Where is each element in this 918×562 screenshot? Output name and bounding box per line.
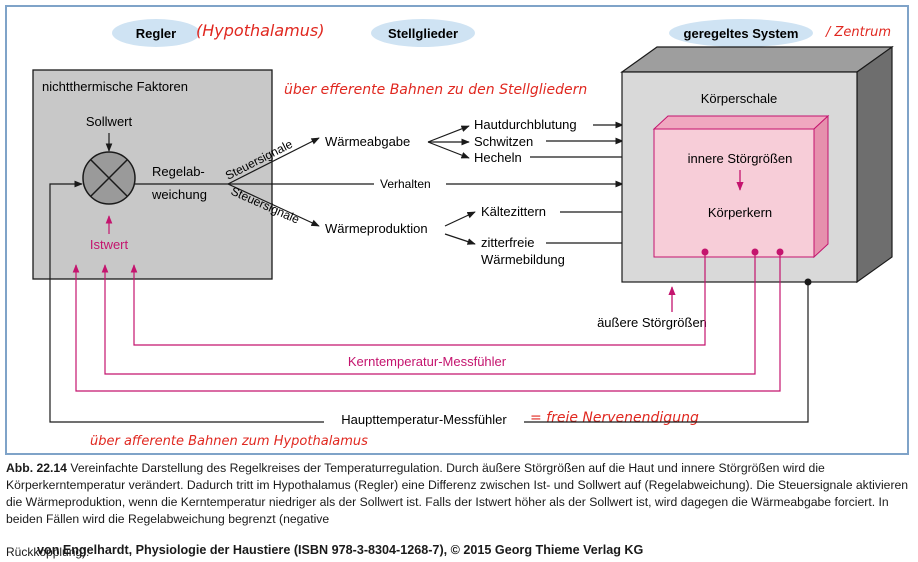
zitterfreie-line2: Wärmebildung: [481, 252, 565, 267]
wa-to-haut: [427, 125, 470, 143]
branch-to-waermeproduktion: [227, 183, 320, 227]
waermeabgabe-label: Wärmeabgabe: [325, 134, 410, 149]
caption-overlap-lead: Rückkopplung).: [6, 545, 90, 559]
annotation-freie-nervenendigung: = freie Nervenendigung: [530, 410, 699, 426]
figure-caption: Abb. 22.14 Vereinfachte Darstellung des …: [6, 460, 912, 528]
zitterfreie-line1: zitterfreie: [481, 235, 534, 250]
sollwert-label: Sollwert: [86, 114, 133, 129]
istwert-label: Istwert: [90, 237, 129, 252]
waermeproduktion-label: Wärmeproduktion: [325, 221, 428, 236]
wp-to-zitterfrei: [444, 233, 476, 245]
regelabweichung-line2: weichung: [151, 187, 207, 202]
kerntemperatur-label: Kerntemperatur-Messfühler: [348, 354, 507, 369]
koerperschale-label: Körperschale: [701, 91, 778, 106]
annotation-afferent: über afferente Bahnen zum Hypothalamus: [90, 434, 368, 449]
copyright-credit: von Engelhardt, Physiologie der Haustier…: [37, 543, 644, 557]
feedback-loop-middle: [101, 252, 756, 375]
caption-label: Abb. 22.14: [6, 461, 67, 475]
schwitzen-label: Schwitzen: [474, 134, 533, 149]
regler-label: Regler: [136, 26, 176, 41]
geregeltes-system-bubble: [669, 19, 813, 47]
wp-to-kaeltezittern: [444, 211, 476, 227]
annotation-efferent: über efferente Bahnen zu den Stellgliede…: [284, 82, 587, 98]
feedback-loop-outer: [72, 252, 781, 392]
feedback-loop-inner: [130, 252, 706, 346]
nichtthermische-faktoren: nichtthermische Faktoren: [42, 79, 188, 94]
kaeltezittern-label: Kältezittern: [481, 204, 546, 219]
haupttemperatur-label: Haupttemperatur-Messfühler: [341, 412, 507, 427]
caption-text: Vereinfachte Darstellung des Regelkreise…: [6, 461, 909, 526]
schale-top-face: [620, 46, 894, 73]
koerperkern-box: [653, 128, 815, 258]
stellglieder-label: Stellglieder: [388, 26, 458, 41]
controller-box: [32, 69, 273, 280]
regelabweichung-line1: Regelab-: [152, 164, 205, 179]
annotation-zentrum: / Zentrum: [825, 25, 891, 40]
branch-to-waermeabgabe: [227, 137, 320, 185]
wa-to-hecheln: [427, 141, 470, 159]
figure-frame: [5, 5, 909, 455]
kern-top-face: [652, 115, 830, 130]
annotation-hypothalamus: (Hypothalamus): [196, 21, 324, 40]
feedback-loop-main: [49, 180, 809, 423]
hautdurchblutung-label: Hautdurchblutung: [474, 117, 577, 132]
schale-side-face: [856, 45, 893, 284]
temperature-regulation-diagram: Regler Stellglieder geregeltes System (H…: [32, 19, 894, 449]
verhalten-label: Verhalten: [380, 177, 431, 191]
haupttemperatur-label-bg: [324, 411, 524, 427]
kerntemperatur-label-bg: [330, 353, 526, 369]
kern-side-face: [813, 114, 829, 259]
hecheln-label: Hecheln: [474, 150, 522, 165]
geregeltes-system-label: geregeltes System: [684, 26, 799, 41]
innere-stoergroessen-label: innere Störgrößen: [688, 151, 793, 166]
stellglieder-bubble: [371, 19, 475, 47]
regler-bubble: [112, 19, 200, 47]
comparator-cross-b: [90, 159, 128, 197]
koerperkern-label: Körperkern: [708, 205, 772, 220]
aeussere-stoergroessen-label: äußere Störgrößen: [597, 315, 707, 330]
